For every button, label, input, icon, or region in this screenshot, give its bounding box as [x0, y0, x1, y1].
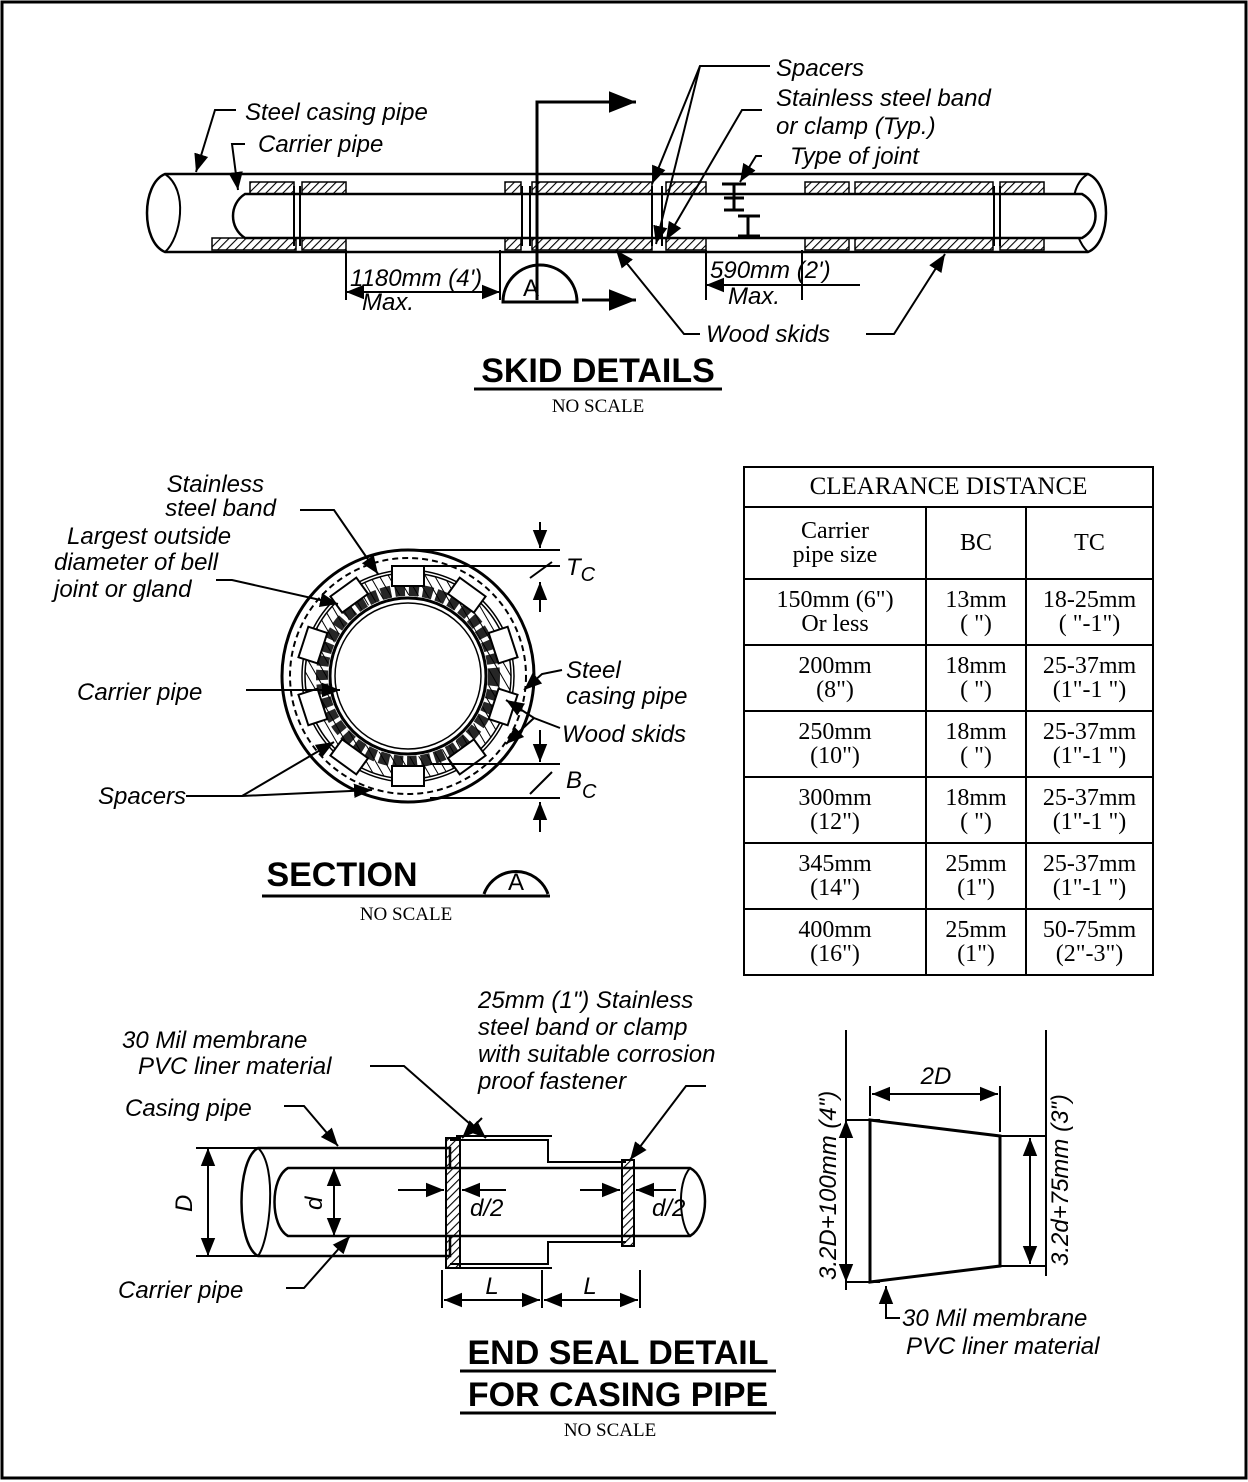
- label-carrier-pipe: Carrier pipe: [258, 131, 383, 158]
- cell-bc: 18mm ( "): [925, 776, 1027, 844]
- label-section-carrier-pipe: Carrier pipe: [77, 679, 202, 706]
- label-d2-left: d/2: [470, 1195, 503, 1222]
- cell-tc: 50-75mm (2"-3"): [1025, 908, 1154, 976]
- label-stainless-2: steel band: [165, 495, 276, 522]
- skid-details-drawing: [145, 65, 1108, 335]
- label-max-2: Max.: [728, 283, 780, 310]
- cell-tc: 25-37mm (1"-1 "): [1025, 842, 1154, 910]
- cell-tc: 25-37mm (1"-1 "): [1025, 776, 1154, 844]
- cell-bc: 25mm (1"): [925, 908, 1027, 976]
- label-stainless-1: Stainless: [167, 471, 264, 498]
- section-mark-symbol: [482, 869, 550, 895]
- label-dim-1180: 1180mm (4'): [350, 265, 482, 292]
- label-steel-casing-pipe: Steel casing pipe: [245, 99, 428, 126]
- table-row: 400mm (16") 25mm (1") 50-75mm (2"-3"): [743, 908, 1154, 976]
- table-row: 300mm (12") 18mm ( ") 25-37mm (1"-1 "): [743, 776, 1154, 844]
- label-section-spacers: Spacers: [98, 783, 186, 810]
- cell-bc: 13mm ( "): [925, 578, 1027, 646]
- cell-tc: 18-25mm ( "-1"): [1025, 578, 1154, 646]
- cell-pipe-size: 345mm (14"): [743, 842, 927, 910]
- clearance-distance-table: CLEARANCE DISTANCE Carrier pipe size BC …: [743, 466, 1154, 976]
- label-band-3: with suitable corrosion: [478, 1041, 715, 1068]
- label-max-1: Max.: [362, 289, 414, 316]
- label-casing-pipe: Casing pipe: [125, 1095, 252, 1122]
- section-scale: NO SCALE: [360, 904, 452, 925]
- label-membrane-2: PVC liner material: [138, 1053, 332, 1080]
- label-right-dim: 3.2d+75mm (3"): [1047, 1094, 1074, 1266]
- wood-skids-bottom: [211, 237, 1045, 251]
- label-steel-2: casing pipe: [566, 683, 687, 710]
- label-end-carrier-pipe: Carrier pipe: [118, 1277, 243, 1304]
- section-mark-a: A: [508, 869, 524, 896]
- table-row: 200mm (8") 18mm ( ") 25-37mm (1"-1 "): [743, 644, 1154, 712]
- label-largest-2: diameter of bell: [54, 549, 219, 576]
- label-section-wood-skids: Wood skids: [562, 721, 686, 748]
- end-seal-title-1: END SEAL DETAIL: [468, 1334, 769, 1372]
- cell-pipe-size: 250mm (10"): [743, 710, 927, 778]
- label-tc: TC: [566, 554, 596, 586]
- header-bc: BC: [925, 506, 1027, 580]
- label-spacers: Spacers: [776, 55, 864, 82]
- label-type-of-joint: Type of joint: [790, 143, 920, 170]
- label-D: D: [171, 1195, 198, 1212]
- label-L2: L: [583, 1273, 596, 1300]
- cell-bc: 25mm (1"): [925, 842, 1027, 910]
- table-row: 150mm (6") Or less 13mm ( ") 18-25mm ( "…: [743, 578, 1154, 646]
- section-mark-a-skid: A: [523, 275, 539, 302]
- table-title: CLEARANCE DISTANCE: [743, 466, 1154, 508]
- end-seal-title-2: FOR CASING PIPE: [468, 1376, 768, 1414]
- label-left-dim: 3.2D+100mm (4"): [815, 1091, 842, 1280]
- end-seal-drawing: [196, 1065, 707, 1308]
- label-dim-590: 590mm (2'): [710, 257, 831, 284]
- cell-bc: 18mm ( "): [925, 710, 1027, 778]
- section-a-drawing: [186, 509, 563, 832]
- section-title: SECTION: [266, 856, 417, 894]
- label-stainless-band-2: or clamp (Typ.): [776, 113, 936, 140]
- header-carrier-pipe-size: Carrier pipe size: [743, 506, 927, 580]
- label-bc: BC: [566, 767, 597, 803]
- cell-pipe-size: 200mm (8"): [743, 644, 927, 712]
- label-2D: 2D: [920, 1063, 952, 1090]
- wood-skids-top: [249, 181, 1045, 195]
- label-wood-skids: Wood skids: [706, 321, 830, 348]
- label-largest-1: Largest outside: [67, 523, 231, 550]
- label-liner-2: PVC liner material: [906, 1333, 1100, 1360]
- label-stainless-band-1: Stainless steel band: [776, 85, 991, 112]
- cell-tc: 25-37mm (1"-1 "): [1025, 644, 1154, 712]
- table-row: 250mm (10") 18mm ( ") 25-37mm (1"-1 "): [743, 710, 1154, 778]
- header-tc: TC: [1025, 506, 1154, 580]
- skid-details-scale: NO SCALE: [552, 396, 644, 417]
- label-liner-1: 30 Mil membrane: [902, 1305, 1087, 1332]
- cell-pipe-size: 300mm (12"): [743, 776, 927, 844]
- label-d: d: [301, 1196, 328, 1210]
- label-band-4: proof fastener: [477, 1068, 627, 1095]
- cell-tc: 25-37mm (1"-1 "): [1025, 710, 1154, 778]
- cell-pipe-size: 150mm (6") Or less: [743, 578, 927, 646]
- liner-pattern-drawing: [838, 1030, 1047, 1319]
- end-seal-scale: NO SCALE: [564, 1420, 656, 1441]
- label-L1: L: [485, 1273, 498, 1300]
- label-membrane-1: 30 Mil membrane: [122, 1027, 307, 1054]
- cell-pipe-size: 400mm (16"): [743, 908, 927, 976]
- label-d2-right: d/2: [652, 1195, 685, 1222]
- skid-details-title: SKID DETAILS: [481, 352, 715, 390]
- label-steel-1: Steel: [566, 657, 621, 684]
- label-band-1: 25mm (1") Stainless: [477, 987, 693, 1014]
- label-largest-3: joint or gland: [51, 576, 192, 603]
- cell-bc: 18mm ( "): [925, 644, 1027, 712]
- label-band-2: steel band or clamp: [478, 1014, 687, 1041]
- table-row: 345mm (14") 25mm (1") 25-37mm (1"-1 "): [743, 842, 1154, 910]
